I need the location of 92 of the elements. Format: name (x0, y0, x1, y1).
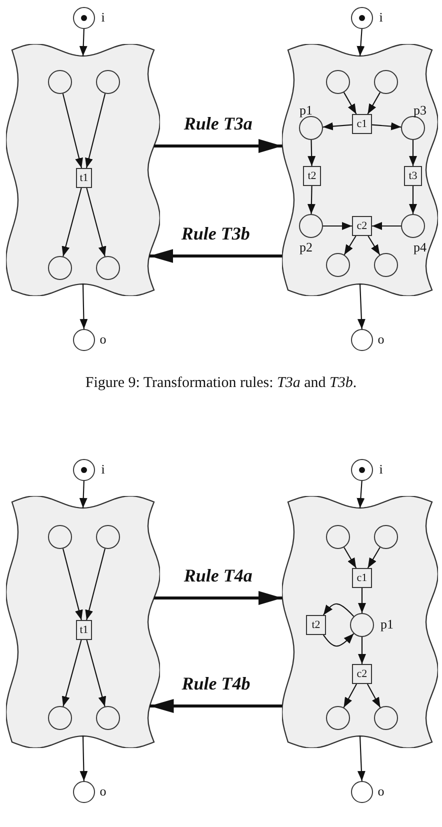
place-circle (96, 525, 120, 549)
arc-arrow (367, 92, 381, 114)
figure-caption: Figure 9: Transformation rules: T3a and T3b. (84, 375, 358, 392)
transition-box (76, 620, 92, 640)
place-label: i (101, 10, 105, 24)
transition-label: c1 (356, 118, 368, 130)
arc-arrow (307, 186, 316, 214)
place-label: o (100, 784, 106, 798)
arc-arrow (358, 637, 366, 664)
arc-arrow (85, 548, 106, 620)
arc-arrow (85, 94, 106, 168)
arc-arrow (322, 122, 352, 130)
arc-arrow (322, 603, 354, 617)
transition-box (352, 114, 372, 134)
transition-box (404, 166, 422, 186)
place-label: p1 (380, 618, 394, 630)
place-label: i (379, 10, 383, 24)
place-label: p4 (414, 240, 426, 254)
place-circle (326, 525, 350, 549)
net-region (282, 496, 438, 748)
arc-arrow (323, 222, 352, 230)
arc-arrow (344, 547, 357, 568)
arc-arrow (62, 548, 83, 620)
arc-arrow (62, 640, 82, 707)
arc-arrow (409, 186, 417, 214)
transition-label: t1 (80, 172, 88, 184)
place-circle (374, 525, 398, 549)
place-circle (374, 706, 398, 730)
place-circle (374, 253, 398, 277)
transition-box (76, 168, 92, 188)
arc-arrow (366, 684, 381, 708)
place-circle (96, 256, 120, 280)
arc-arrow (356, 28, 365, 56)
transition-box (352, 664, 372, 684)
rule-arrow (150, 699, 282, 713)
arc-arrow (409, 140, 417, 166)
transition-box (352, 216, 372, 236)
transition-label: t2 (308, 170, 316, 182)
transition-label: c1 (356, 572, 368, 584)
arc-arrow (62, 94, 83, 168)
place-label: o (378, 784, 384, 798)
place-circle (326, 70, 350, 94)
arc-arrow (367, 547, 380, 568)
place-label: p3 (414, 104, 426, 116)
place-label: o (378, 332, 384, 346)
arc-arrow (80, 284, 88, 330)
arc-arrow (62, 188, 82, 257)
net-region (6, 496, 160, 748)
place-circle (96, 706, 120, 730)
transition-box (303, 166, 321, 186)
transition-label: t1 (80, 624, 88, 636)
arc-arrow (372, 122, 402, 130)
rule-arrow (154, 139, 282, 153)
transition-box (306, 615, 326, 635)
place-circle (326, 253, 350, 277)
arc-arrow (79, 28, 88, 56)
arc-arrow (79, 480, 88, 508)
arc-arrow (372, 222, 401, 230)
transition-label: c2 (356, 668, 368, 680)
arc-arrow (368, 236, 380, 256)
place-circle (48, 70, 72, 94)
arc-arrow (358, 588, 366, 613)
transition-label: t2 (312, 619, 320, 631)
place-circle (48, 706, 72, 730)
arc-arrow (86, 188, 106, 257)
transition-label: c2 (356, 220, 368, 232)
place-label: i (101, 462, 105, 476)
arc-arrow (322, 633, 354, 647)
place-circle (48, 525, 72, 549)
place-circle (326, 706, 350, 730)
arc-arrow (80, 736, 88, 782)
rule-arrow (149, 249, 282, 263)
arc-arrow (308, 140, 316, 166)
net-region (6, 44, 160, 296)
arc-arrow (344, 236, 356, 256)
place-label: o (100, 332, 106, 346)
arc-arrow (357, 736, 366, 782)
place-circle (48, 256, 72, 280)
place-label: i (379, 462, 383, 476)
place-label: p1 (300, 104, 312, 116)
arc-arrow (343, 92, 357, 114)
transition-label: t3 (408, 170, 418, 182)
net-region (282, 44, 438, 296)
place-circle (96, 70, 120, 94)
arc-arrow (356, 480, 365, 508)
rule-arrow (154, 591, 282, 605)
transition-box (352, 568, 372, 588)
arc-arrow (343, 684, 358, 708)
place-circle (374, 70, 398, 94)
arc-arrow (86, 640, 106, 707)
place-label: p2 (300, 240, 312, 254)
arc-arrow (357, 284, 366, 330)
